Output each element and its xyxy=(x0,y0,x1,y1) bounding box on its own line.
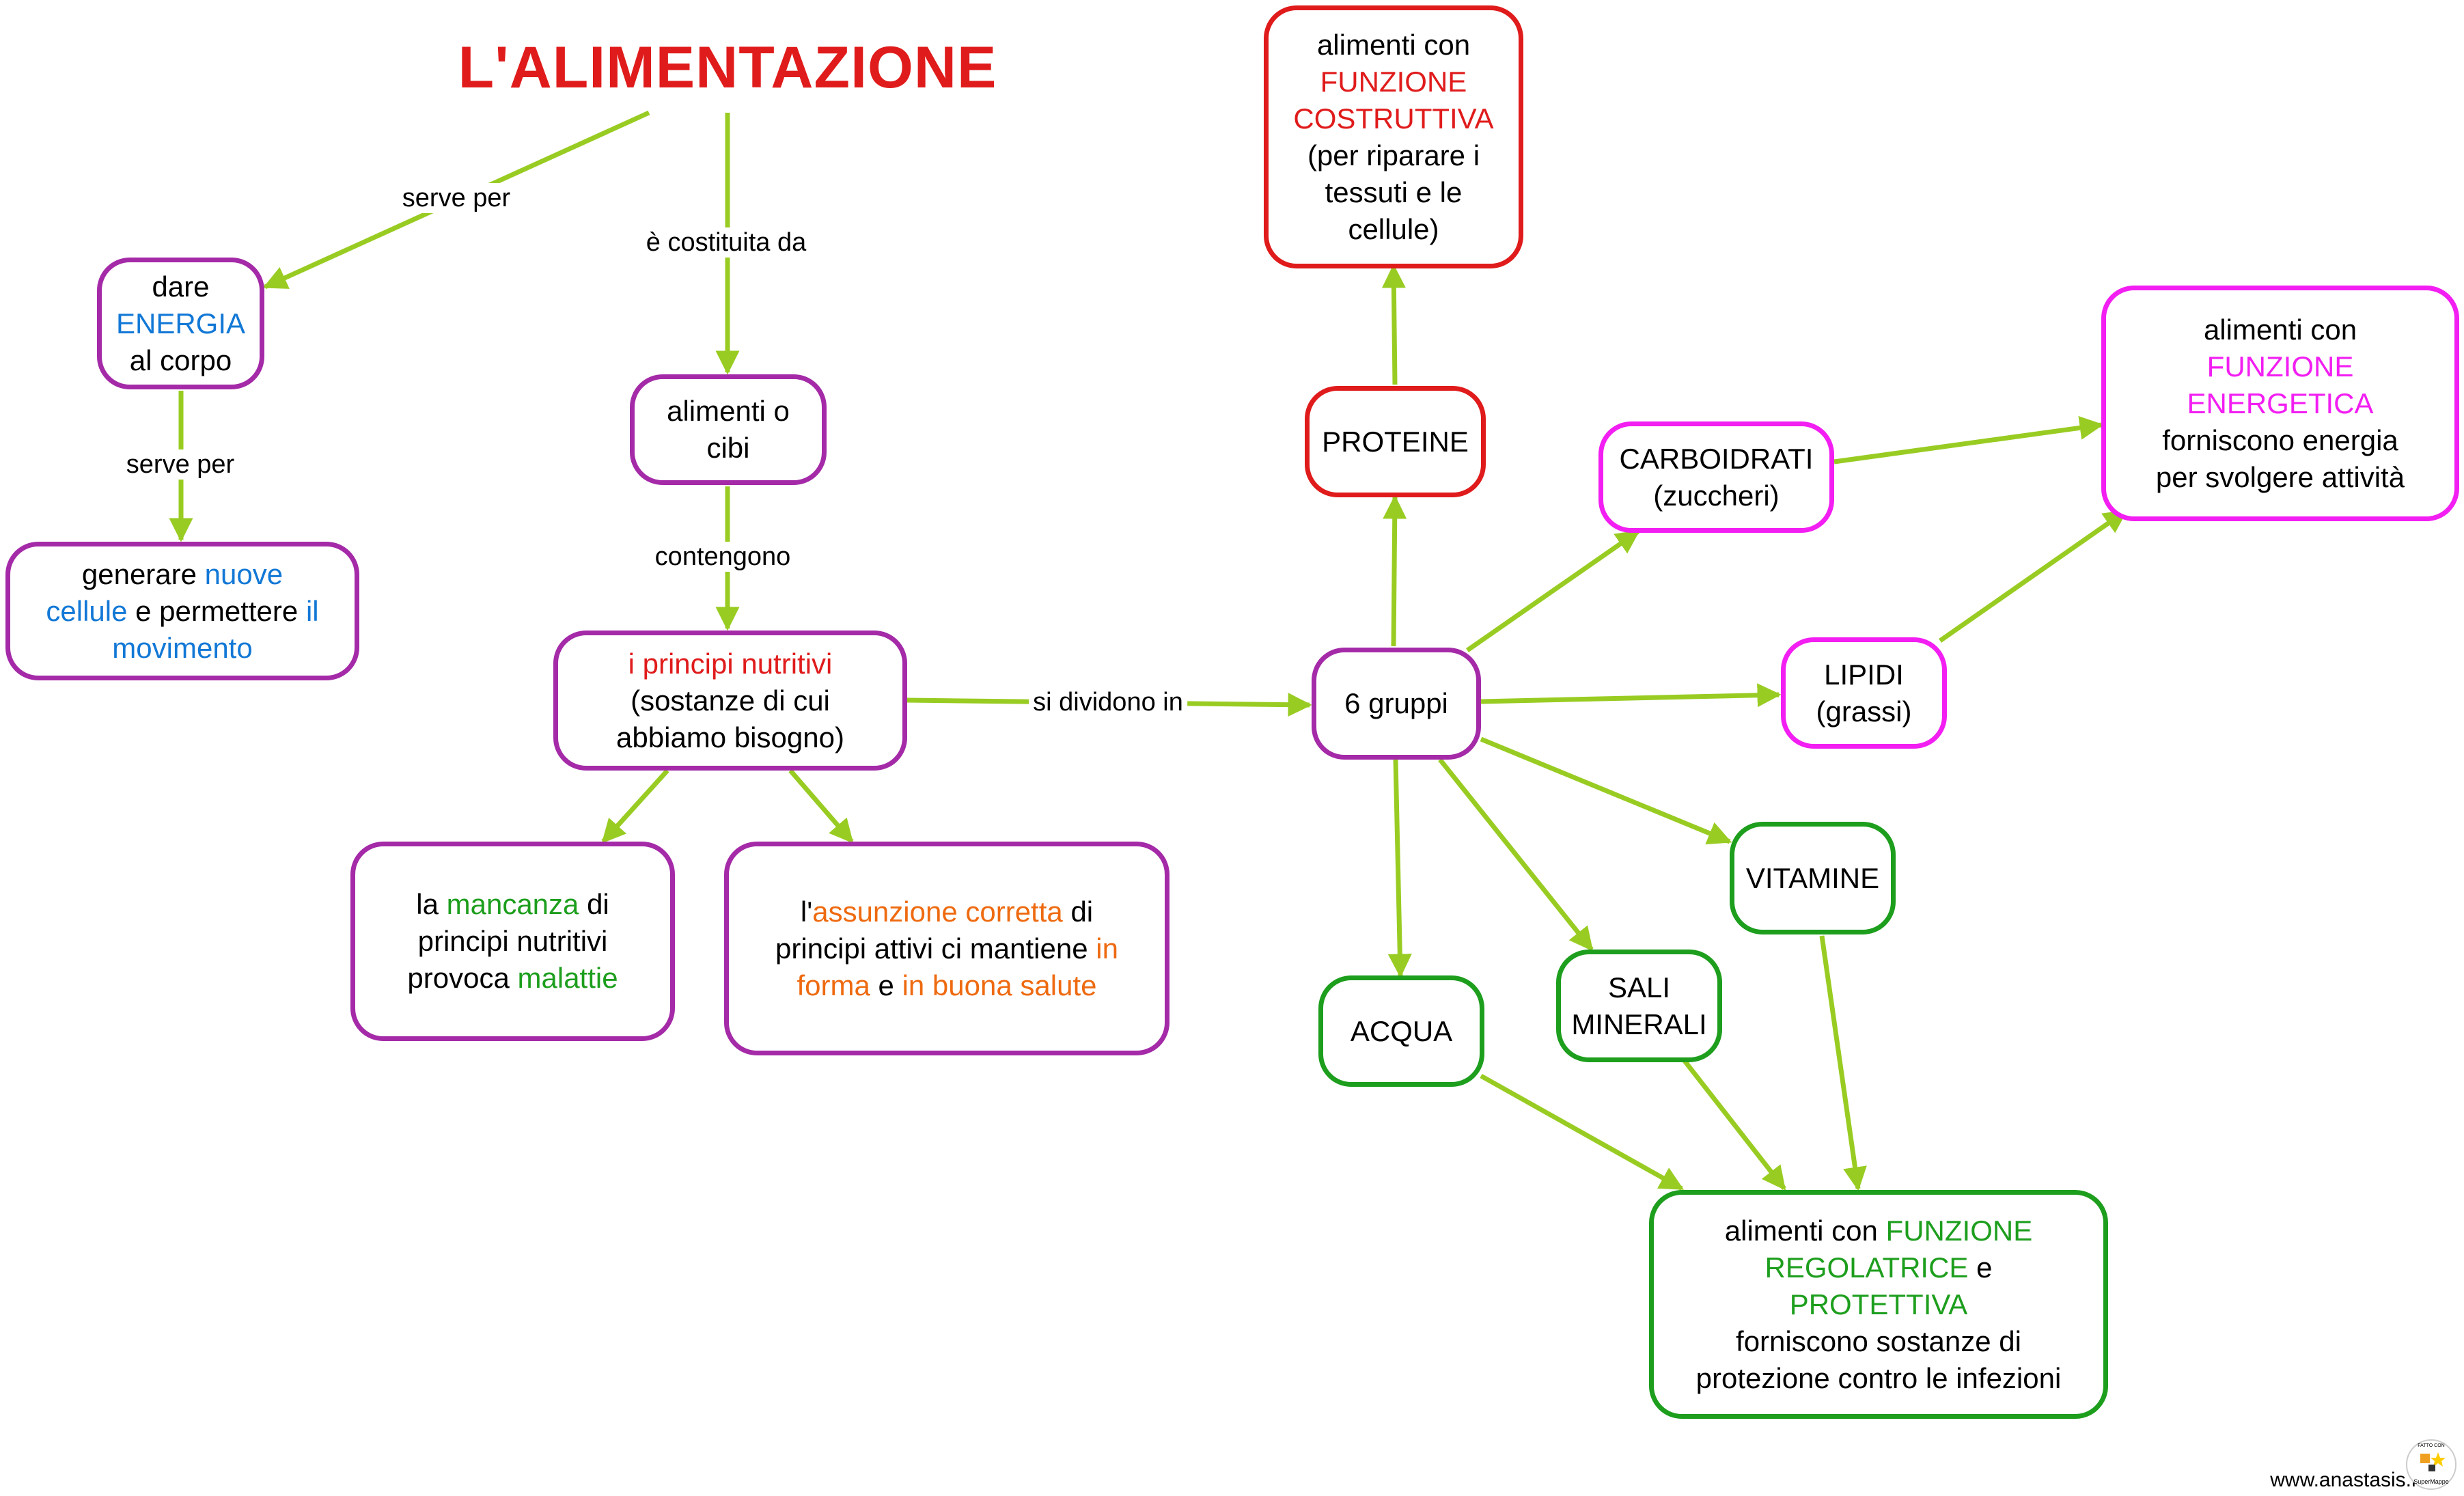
node-text: e xyxy=(878,969,894,1001)
node-text: principi attivi ci mantiene xyxy=(775,932,1088,965)
node-text: alimenti o xyxy=(667,395,790,427)
node-text-cellule: cellule xyxy=(46,594,128,627)
node-text: abbiamo bisogno) xyxy=(616,721,844,753)
node-text: principi nutritivi xyxy=(417,925,608,957)
node-text-costruttiva: COSTRUTTIVA xyxy=(1293,102,1494,135)
node-text-mancanza: mancanza xyxy=(446,888,579,920)
node-text: (zuccheri) xyxy=(1653,479,1780,512)
node-text: l' xyxy=(800,895,813,928)
arrow-acqua-to-regolatrice xyxy=(1480,1073,1685,1191)
node-text: alimenti con xyxy=(1316,28,1471,61)
node-sali-minerali[interactable]: SALI MINERALI xyxy=(1556,950,1722,1062)
node-text: tessuti e le xyxy=(1325,176,1463,208)
node-funzione-costruttiva[interactable]: alimenti con FUNZIONE COSTRUTTIVA (per r… xyxy=(1264,5,1523,268)
arrow-principi-to-assunzione xyxy=(788,768,854,844)
node-text: (grassi) xyxy=(1816,695,1912,728)
node-text: di xyxy=(587,888,609,920)
label-serve-per-1: serve per xyxy=(398,183,515,213)
node-text: 6 gruppi xyxy=(1344,687,1448,719)
node-text: PROTEINE xyxy=(1322,425,1469,458)
node-text: forniscono sostanze di xyxy=(1736,1325,2021,1357)
node-funzione-energetica[interactable]: alimenti con FUNZIONE ENERGETICA fornisc… xyxy=(2101,286,2459,521)
node-text-buona-salute: in buona salute xyxy=(902,969,1097,1001)
arrow-gruppi-to-carboidrati xyxy=(1466,529,1640,652)
node-principi-nutritivi[interactable]: i principi nutritivi (sostanze di cui ab… xyxy=(553,631,907,771)
node-text: forniscono energia xyxy=(2162,424,2398,456)
arrow-gruppi-to-sali xyxy=(1438,758,1594,952)
node-text-regolatrice: REGOLATRICE xyxy=(1764,1251,1969,1284)
arrow-vitamine-to-regolatrice xyxy=(1819,935,1867,1191)
node-text-protettiva: PROTETTIVA xyxy=(1789,1288,1968,1320)
arrow-gruppi-to-lipidi xyxy=(1480,683,1782,708)
node-text: al corpo xyxy=(129,344,232,376)
arrow-lipidi-to-energetica xyxy=(1938,509,2128,643)
logo-text-top: FATTO CON xyxy=(2418,1443,2444,1448)
node-text: dare xyxy=(152,270,210,303)
node-text-energetica: ENERGETICA xyxy=(2187,387,2374,419)
node-alimenti-cibi[interactable]: alimenti o cibi xyxy=(630,374,827,485)
label-costituita-da: è costituita da xyxy=(641,227,811,258)
node-assunzione[interactable]: l'assunzione corretta di principi attivi… xyxy=(724,842,1169,1055)
arrow-proteine-to-costruttiva xyxy=(1381,264,1406,385)
map-title: L'ALIMENTAZIONE xyxy=(458,35,997,100)
node-text: alimenti con xyxy=(2203,313,2357,346)
label-si-dividono-in: si dividono in xyxy=(1029,687,1187,717)
node-text-nuove: nuove xyxy=(204,557,283,590)
logo-text-bottom: SuperMappe xyxy=(2413,1478,2449,1485)
arrow-gruppi-to-proteine xyxy=(1383,495,1407,647)
node-6-gruppi[interactable]: 6 gruppi xyxy=(1312,648,1481,760)
node-text: provoca xyxy=(407,962,510,994)
node-text-malattie: malattie xyxy=(517,962,618,994)
node-text: ACQUA xyxy=(1350,1014,1453,1047)
node-proteine[interactable]: PROTEINE xyxy=(1305,386,1486,497)
node-text: e permettere xyxy=(135,594,299,627)
node-generare-cellule[interactable]: generare nuove cellule e permettere il m… xyxy=(5,542,359,680)
node-text: per svolgere attività xyxy=(2155,460,2405,493)
node-text-energia: ENERGIA xyxy=(115,307,246,340)
node-text: protezione contro le infezioni xyxy=(1695,1361,2062,1394)
node-text-funzione: FUNZIONE xyxy=(1320,65,1467,98)
node-text: CARBOIDRATI xyxy=(1619,442,1814,475)
node-text: la xyxy=(416,888,439,920)
node-text: SALI xyxy=(1607,971,1671,1003)
node-mancanza[interactable]: la mancanza di principi nutritivi provoc… xyxy=(350,842,675,1041)
node-text-principi: i principi nutritivi xyxy=(628,647,833,680)
node-funzione-regolatrice[interactable]: alimenti con FUNZIONE REGOLATRICE e PROT… xyxy=(1649,1190,2108,1419)
node-text-forma: forma xyxy=(797,969,870,1001)
node-text-movimento: movimento xyxy=(112,631,253,664)
node-text: (sostanze di cui xyxy=(631,684,830,717)
node-text-il: il xyxy=(305,594,319,627)
node-text: di xyxy=(1070,895,1094,928)
node-text-funzione: FUNZIONE xyxy=(1885,1214,2033,1247)
arrow-gruppi-to-vitamine xyxy=(1480,736,1732,845)
node-text-assunzione: assunzione corretta xyxy=(812,895,1063,928)
node-text: VITAMINE xyxy=(1745,861,1880,894)
node-dare-energia[interactable]: dare ENERGIA al corpo xyxy=(97,258,264,389)
node-text-in: in xyxy=(1096,932,1118,965)
node-text: alimenti con xyxy=(1724,1214,1878,1247)
node-text: LIPIDI xyxy=(1824,658,1904,691)
footer-url[interactable]: www.anastasis.it xyxy=(2270,1469,2422,1491)
arrow-sali-to-regolatrice xyxy=(1683,1059,1786,1191)
node-lipidi[interactable]: LIPIDI (grassi) xyxy=(1781,637,1947,749)
node-text: (per riparare i xyxy=(1307,139,1480,171)
label-contengono: contengono xyxy=(650,542,795,572)
node-acqua[interactable]: ACQUA xyxy=(1318,975,1484,1087)
arrow-carboidrati-to-energetica xyxy=(1833,415,2104,465)
node-text: generare xyxy=(81,557,197,590)
node-text-funzione: FUNZIONE xyxy=(2206,350,2354,383)
node-vitamine[interactable]: VITAMINE xyxy=(1730,822,1896,934)
label-serve-per-2: serve per xyxy=(122,449,239,480)
node-text: e xyxy=(1976,1251,1993,1284)
supermappe-logo: FATTO CON SuperMappe xyxy=(2406,1439,2456,1490)
arrow-principi-to-mancanza xyxy=(601,768,669,844)
arrow-gruppi-to-acqua xyxy=(1387,759,1412,978)
node-text: MINERALI xyxy=(1571,1008,1707,1040)
node-text: cibi xyxy=(706,432,750,464)
node-text: cellule) xyxy=(1348,212,1439,245)
node-carboidrati[interactable]: CARBOIDRATI (zuccheri) xyxy=(1598,421,1834,533)
